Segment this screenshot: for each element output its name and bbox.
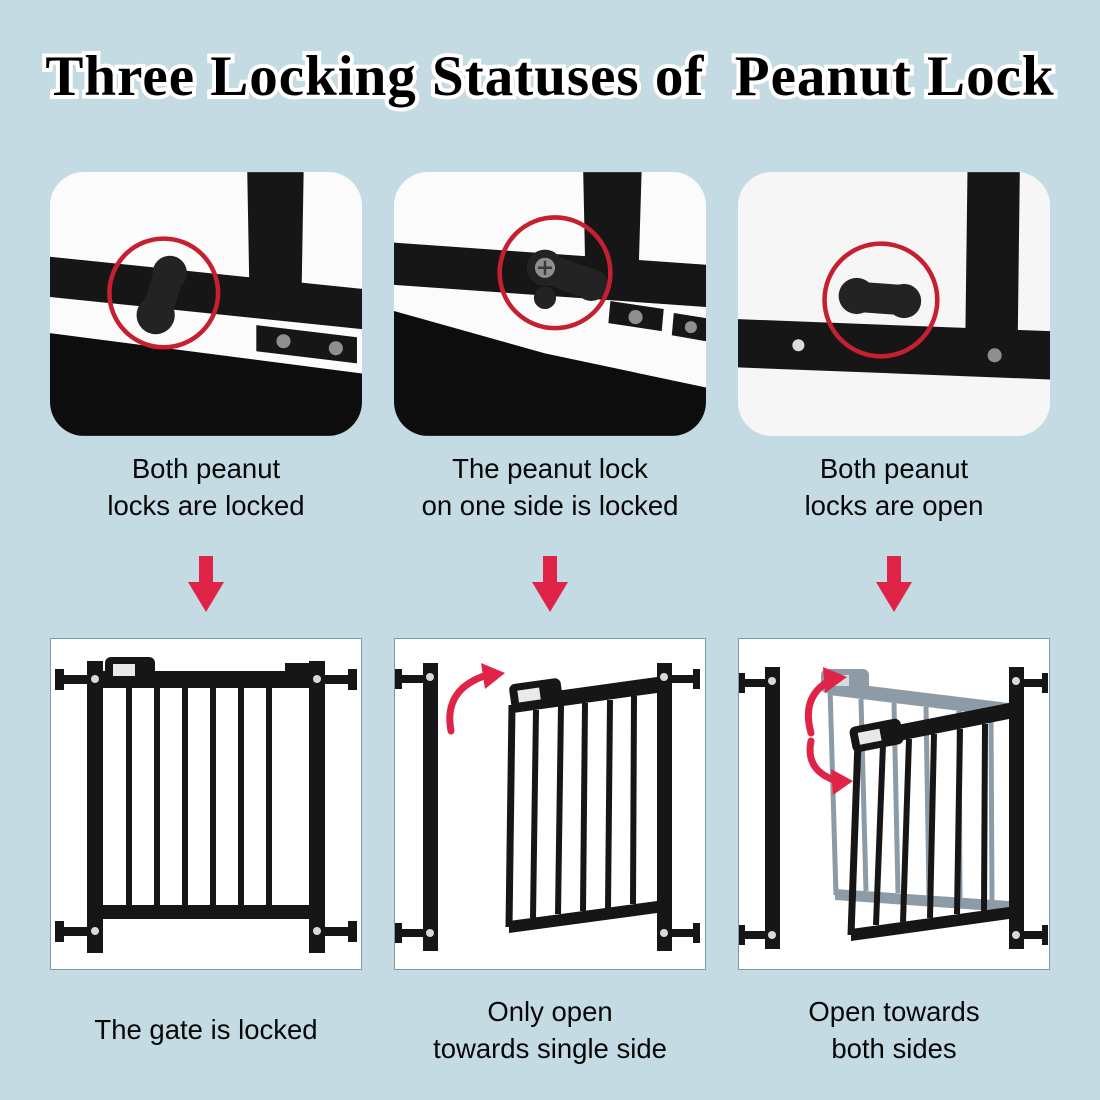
gate-top-rail: [829, 681, 1009, 717]
both-locks-open-photo: [738, 172, 1050, 436]
mount-bolts: [55, 669, 357, 942]
gate-rail: [50, 256, 362, 330]
gate-post: [247, 172, 304, 291]
open-both-directions-arrows: [804, 667, 853, 795]
left-post: [87, 661, 103, 953]
lock-caption-row: Both peanut locks are locked The peanut …: [0, 450, 1100, 524]
page-title: Three Locking Statuses of Peanut Lock: [41, 41, 1057, 112]
gate-locked-illustration: [55, 657, 357, 953]
arrow-cell: [738, 556, 1050, 614]
down-arrow-icon: [188, 556, 224, 612]
screw-icon: [91, 675, 99, 683]
mount-bolts: [395, 669, 700, 943]
gate-bottom-rail: [509, 901, 657, 933]
screw-icon: [1012, 931, 1020, 939]
red-circle-annotation: [497, 215, 613, 331]
gate-panel-single-open: [394, 638, 706, 970]
gate-post: [583, 172, 642, 273]
red-circle-annotation: [107, 236, 221, 350]
screw-icon: [660, 929, 668, 937]
gate-row: [0, 638, 1100, 970]
lock-photo-row: [0, 172, 1100, 436]
screw-icon: [660, 673, 668, 681]
screw-icon: [313, 927, 321, 935]
peanut-lock-icon: [136, 255, 187, 335]
caption-both-locked: Both peanut locks are locked: [107, 453, 305, 522]
gate-bottom-frame: [394, 311, 706, 436]
gate-caption-row: The gate is locked Only open towards sin…: [0, 990, 1100, 1070]
mount-bolts: [739, 673, 1048, 945]
screw-icon: [768, 931, 776, 939]
gate-both-open-illustration: [739, 667, 1048, 949]
right-post: [657, 663, 672, 951]
photo-panel-one-locked: [394, 172, 706, 436]
arrow-row: [0, 556, 1100, 614]
arrow-cell: [394, 556, 706, 614]
right-post: [309, 661, 325, 953]
gate-panel-both-open: [738, 638, 1050, 970]
photo-panel-both-locked: [50, 172, 362, 436]
caption-gate-single-open: Only open towards single side: [433, 995, 667, 1064]
screw-icon: [987, 348, 1002, 363]
screw-icon: [313, 675, 321, 683]
screw-icon: [328, 341, 343, 356]
screw-icon: [276, 334, 291, 349]
gate-bars: [126, 688, 272, 905]
screw-icon: [426, 929, 434, 937]
screw-icon: [91, 927, 99, 935]
arrow-cell: [50, 556, 362, 614]
caption-both-open: Both peanut locks are open: [804, 453, 984, 522]
left-post: [423, 663, 438, 951]
swung-gate: [505, 677, 657, 933]
screw-icon: [628, 310, 643, 325]
peanut-lock-icon: [838, 277, 922, 319]
caption-gate-both-open: Open towards both sides: [808, 995, 980, 1064]
gate-open-front-position: [847, 703, 1009, 941]
open-direction-arrow: [446, 663, 505, 735]
screw-icon: [792, 339, 805, 352]
lock-handle: [849, 718, 904, 753]
caption-gate-locked: The gate is locked: [94, 1014, 318, 1046]
latch-receiver: [285, 663, 313, 678]
caption-one-locked: The peanut lock on one side is locked: [421, 453, 679, 522]
phillips-cross-icon: [537, 260, 553, 275]
gate-single-open-illustration: [395, 663, 700, 951]
gate-bottom-frame: [50, 333, 362, 436]
down-arrow-icon: [876, 556, 912, 612]
right-post: [1009, 667, 1024, 949]
gate-panel-locked: [50, 638, 362, 970]
screw-icon: [768, 677, 776, 685]
left-post: [765, 667, 780, 949]
gate-free-edge: [847, 740, 862, 936]
gate-bottom-rail: [851, 907, 1009, 941]
peanut-lock-icon: [526, 249, 608, 310]
gate-post: [965, 172, 1020, 334]
gate-rail: [738, 319, 1050, 380]
screw-icon: [426, 673, 434, 681]
both-locks-locked-photo: [50, 172, 362, 436]
photo-panel-both-open: [738, 172, 1050, 436]
screw-icon: [1012, 677, 1020, 685]
gate-free-edge: [505, 704, 516, 928]
down-arrow-icon: [532, 556, 568, 612]
one-lock-locked-photo: [394, 172, 706, 436]
lock-handle: [509, 678, 563, 710]
lock-handle: [105, 657, 155, 683]
screw-icon: [684, 321, 697, 334]
gate-open-back-position: [821, 669, 1009, 912]
gate-bottom-rail: [103, 905, 309, 919]
red-circle-annotation: [822, 241, 940, 359]
